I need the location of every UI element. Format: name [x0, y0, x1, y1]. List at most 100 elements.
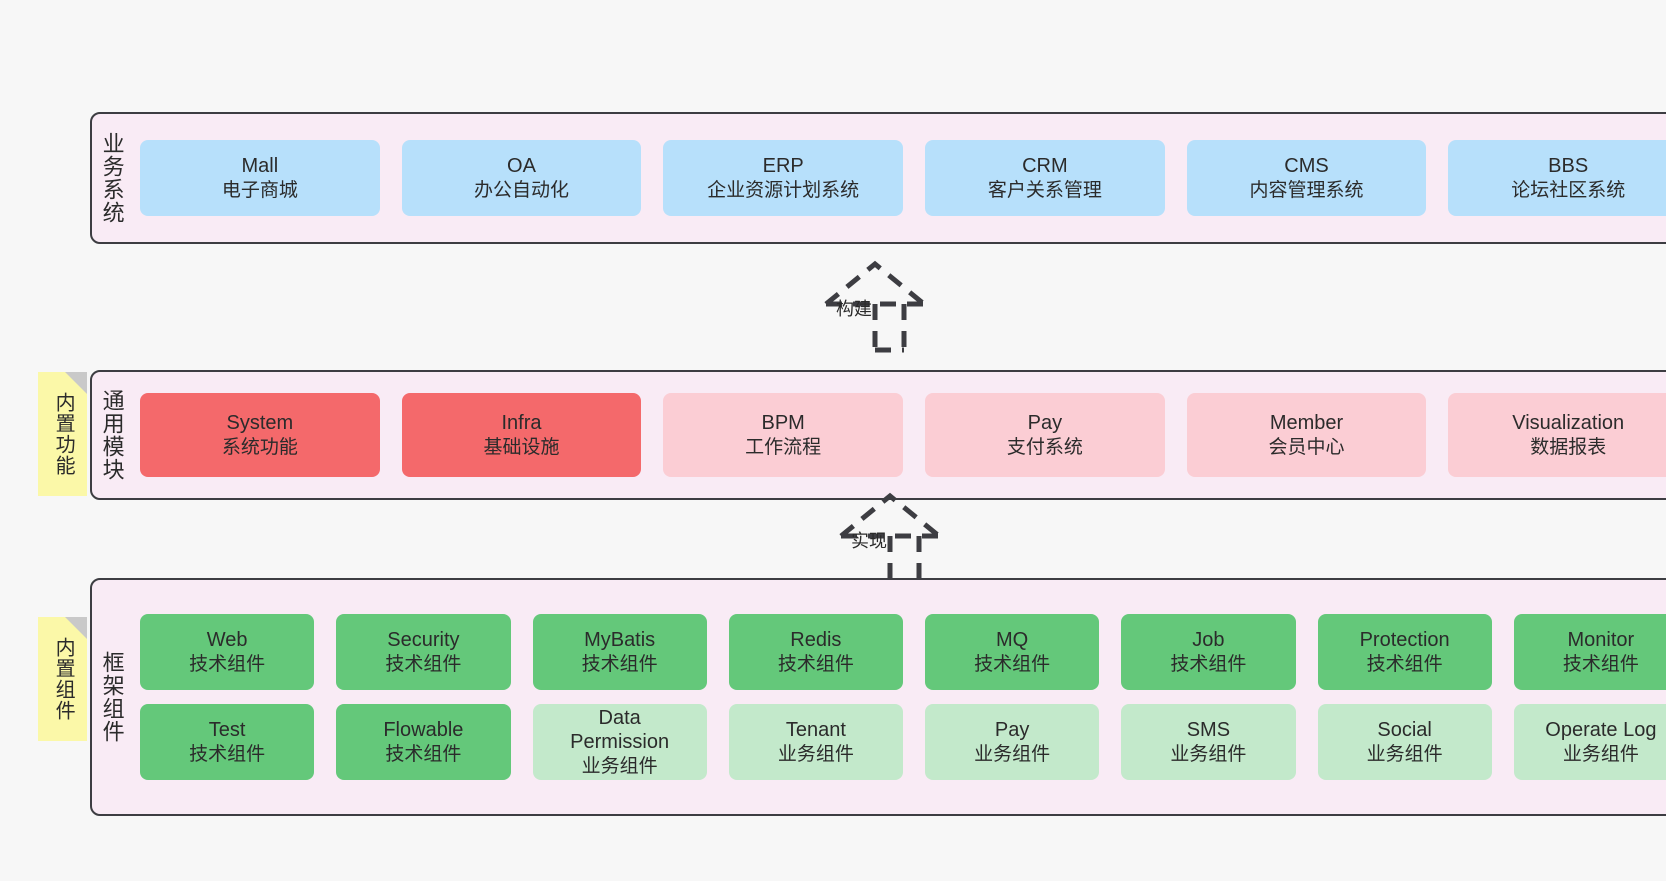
card-web[interactable]: Web 技术组件: [140, 614, 315, 690]
card-bbs-subtitle: 论坛社区系统: [1511, 179, 1626, 201]
builtin-components-note-text: 内置组件: [52, 637, 75, 721]
card-sms[interactable]: SMS 业务组件: [1121, 704, 1296, 780]
card-erp-subtitle: 企业资源计划系统: [707, 179, 860, 201]
card-flowable[interactable]: Flowable 技术组件: [336, 704, 511, 780]
card-tenant-subtitle: 业务组件: [777, 743, 854, 765]
card-redis-subtitle: 技术组件: [777, 653, 854, 675]
framework-component-layer-body: Web 技术组件 Security 技术组件 MyBatis 技术组件 Redi…: [132, 580, 1666, 814]
card-protection-subtitle: 技术组件: [1366, 653, 1443, 675]
card-infra-subtitle: 基础设施: [483, 436, 560, 458]
framework-component-layer[interactable]: 框架组件 Web 技术组件 Security 技术组件 MyBatis 技术组件…: [90, 578, 1666, 816]
builtin-features-note-text: 内置功能: [52, 392, 75, 476]
card-infra[interactable]: Infra 基础设施: [401, 393, 642, 477]
card-bbs-title: BBS: [1548, 155, 1589, 178]
business-system-layer[interactable]: 业务系统 Mall 电子商城 OA 办公自动化 ERP 企业资源计划系统 CRM…: [90, 112, 1666, 244]
business-system-layer-label: 业务系统: [99, 132, 125, 224]
card-bbs[interactable]: BBS 论坛社区系统: [1448, 140, 1666, 216]
card-sms-subtitle: 业务组件: [1170, 743, 1247, 765]
card-pay-module-subtitle: 支付系统: [1006, 436, 1083, 458]
card-protection[interactable]: Protection 技术组件: [1317, 614, 1492, 690]
implement-connector-label: 实现: [851, 531, 887, 551]
card-visualization-title: Visualization: [1512, 412, 1625, 435]
card-pay-module[interactable]: Pay 支付系统: [925, 393, 1165, 477]
card-cms-subtitle: 内容管理系统: [1249, 179, 1364, 201]
card-member-subtitle: 会员中心: [1268, 436, 1345, 458]
card-member-title: Member: [1269, 412, 1344, 435]
card-oa-subtitle: 办公自动化: [474, 179, 570, 201]
card-monitor[interactable]: Monitor 技术组件: [1513, 614, 1666, 690]
card-test-subtitle: 技术组件: [189, 743, 266, 765]
card-infra-title: Infra: [501, 412, 542, 435]
card-operate-log-subtitle: 业务组件: [1562, 743, 1639, 765]
card-security[interactable]: Security 技术组件: [336, 614, 511, 690]
card-flowable-subtitle: 技术组件: [385, 743, 462, 765]
card-social[interactable]: Social 业务组件: [1317, 704, 1492, 780]
card-web-subtitle: 技术组件: [189, 653, 266, 675]
common-module-layer-label: 通用模块: [99, 389, 125, 481]
business-system-row: Mall 电子商城 OA 办公自动化 ERP 企业资源计划系统 CRM 客户关系…: [140, 140, 1666, 216]
card-pay-component[interactable]: Pay 业务组件: [925, 704, 1100, 780]
card-system-subtitle: 系统功能: [221, 436, 298, 458]
card-visualization-subtitle: 数据报表: [1530, 436, 1607, 458]
card-monitor-subtitle: 技术组件: [1562, 653, 1639, 675]
card-crm[interactable]: CRM 客户关系管理: [925, 140, 1165, 216]
card-mybatis-title: MyBatis: [584, 629, 656, 652]
card-mybatis-subtitle: 技术组件: [581, 653, 658, 675]
card-pay-component-subtitle: 业务组件: [974, 743, 1051, 765]
card-pay-module-title: Pay: [1027, 412, 1063, 435]
card-bpm[interactable]: BPM 工作流程: [663, 393, 904, 477]
card-system-title: System: [226, 412, 294, 435]
card-web-title: Web: [206, 629, 248, 652]
card-system[interactable]: System 系统功能: [140, 393, 380, 477]
card-redis-title: Redis: [790, 629, 842, 652]
card-security-title: Security: [387, 629, 460, 652]
card-member[interactable]: Member 会员中心: [1186, 393, 1427, 477]
implement-connector-arrow: [839, 492, 941, 585]
implement-connector: 实现: [815, 490, 965, 586]
card-test[interactable]: Test 技术组件: [140, 704, 315, 780]
build-connector-label: 构建: [836, 299, 872, 319]
card-mybatis[interactable]: MyBatis 技术组件: [532, 614, 707, 690]
card-mq-title: MQ: [996, 629, 1029, 652]
card-erp[interactable]: ERP 企业资源计划系统: [663, 140, 904, 216]
build-connector: 构建: [800, 258, 950, 354]
card-monitor-title: Monitor: [1567, 629, 1635, 652]
builtin-components-note[interactable]: 内置组件: [38, 617, 87, 741]
card-erp-title: ERP: [762, 155, 804, 178]
card-cms[interactable]: CMS 内容管理系统: [1186, 140, 1427, 216]
card-tenant-title: Tenant: [785, 719, 846, 742]
card-visualization[interactable]: Visualization 数据报表: [1448, 393, 1666, 477]
card-oa-title: OA: [507, 155, 536, 178]
card-data-permission[interactable]: Data Permission 业务组件: [532, 704, 707, 780]
card-mq-subtitle: 技术组件: [974, 653, 1051, 675]
card-test-title: Test: [208, 719, 246, 742]
card-operate-log[interactable]: Operate Log 业务组件: [1513, 704, 1666, 780]
card-job-subtitle: 技术组件: [1170, 653, 1247, 675]
framework-component-layer-label: 框架组件: [99, 651, 125, 743]
card-data-permission-subtitle: 业务组件: [581, 755, 658, 777]
card-mall-title: Mall: [241, 155, 279, 178]
common-module-layer[interactable]: 通用模块 System 系统功能 Infra 基础设施 BPM 工作流程 Pay…: [90, 370, 1666, 500]
card-tenant[interactable]: Tenant 业务组件: [728, 704, 903, 780]
card-social-subtitle: 业务组件: [1366, 743, 1443, 765]
card-oa[interactable]: OA 办公自动化: [401, 140, 642, 216]
card-mq[interactable]: MQ 技术组件: [925, 614, 1100, 690]
business-system-layer-body: Mall 电子商城 OA 办公自动化 ERP 企业资源计划系统 CRM 客户关系…: [132, 114, 1666, 242]
card-security-subtitle: 技术组件: [385, 653, 462, 675]
common-module-row: System 系统功能 Infra 基础设施 BPM 工作流程 Pay 支付系统…: [140, 393, 1666, 477]
card-sms-title: SMS: [1186, 719, 1231, 742]
card-job[interactable]: Job 技术组件: [1121, 614, 1296, 690]
builtin-features-note[interactable]: 内置功能: [38, 372, 87, 496]
card-bpm-title: BPM: [761, 412, 805, 435]
framework-tech-row: Web 技术组件 Security 技术组件 MyBatis 技术组件 Redi…: [140, 614, 1666, 690]
framework-business-row: Test 技术组件 Flowable 技术组件 Data Permission …: [140, 704, 1666, 780]
build-connector-arrow: [824, 260, 926, 353]
card-redis[interactable]: Redis 技术组件: [728, 614, 903, 690]
card-cms-title: CMS: [1284, 155, 1329, 178]
card-operate-log-title: Operate Log: [1545, 719, 1657, 742]
card-flowable-title: Flowable: [383, 719, 464, 742]
card-protection-title: Protection: [1359, 629, 1450, 652]
card-mall[interactable]: Mall 电子商城: [140, 140, 380, 216]
card-mall-subtitle: 电子商城: [221, 179, 298, 201]
